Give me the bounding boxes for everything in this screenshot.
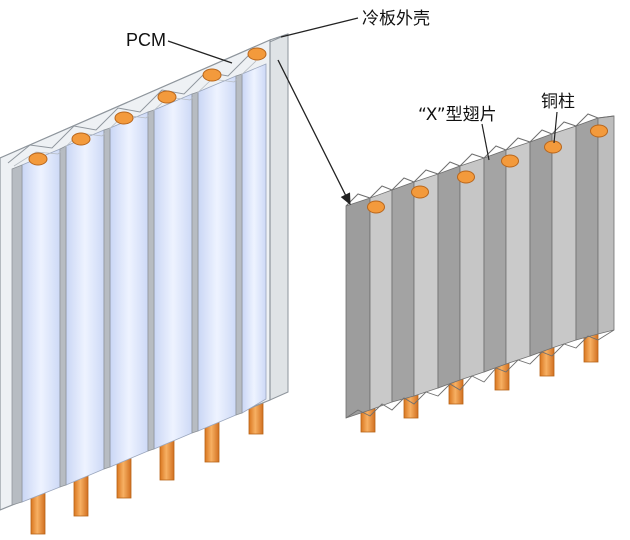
pcm-columns (21, 63, 267, 503)
pcm-leader-line (167, 40, 233, 64)
shell-label: 冷板外壳 (362, 9, 430, 29)
x-fin-panels (345, 115, 615, 419)
shell-leader-line (280, 17, 359, 38)
pcm-label: PCM (126, 30, 166, 50)
detail-arrow (277, 59, 351, 206)
x-fin-assembly (345, 113, 615, 433)
left-top-zigzag (7, 51, 267, 164)
left-copper-pillars (30, 397, 264, 535)
x-fin-bottom-edge (345, 329, 615, 419)
cold-plate-assembly (0, 33, 289, 535)
annotations: PCM 冷板外壳 “X”型翅片 铜柱 (126, 9, 575, 206)
shell-side-face (269, 33, 289, 401)
left-fin-webs (11, 73, 243, 506)
copper-pillar-label: 铜柱 (541, 92, 575, 112)
right-pillar-tops (367, 124, 608, 214)
x-fin-top-zigzag (345, 113, 615, 207)
copper-pillar-leader-line (553, 111, 558, 144)
x-fin-leader-line (481, 123, 490, 161)
left-pillar-tops (28, 47, 267, 166)
x-fin-label: “X”型翅片 (418, 105, 497, 125)
